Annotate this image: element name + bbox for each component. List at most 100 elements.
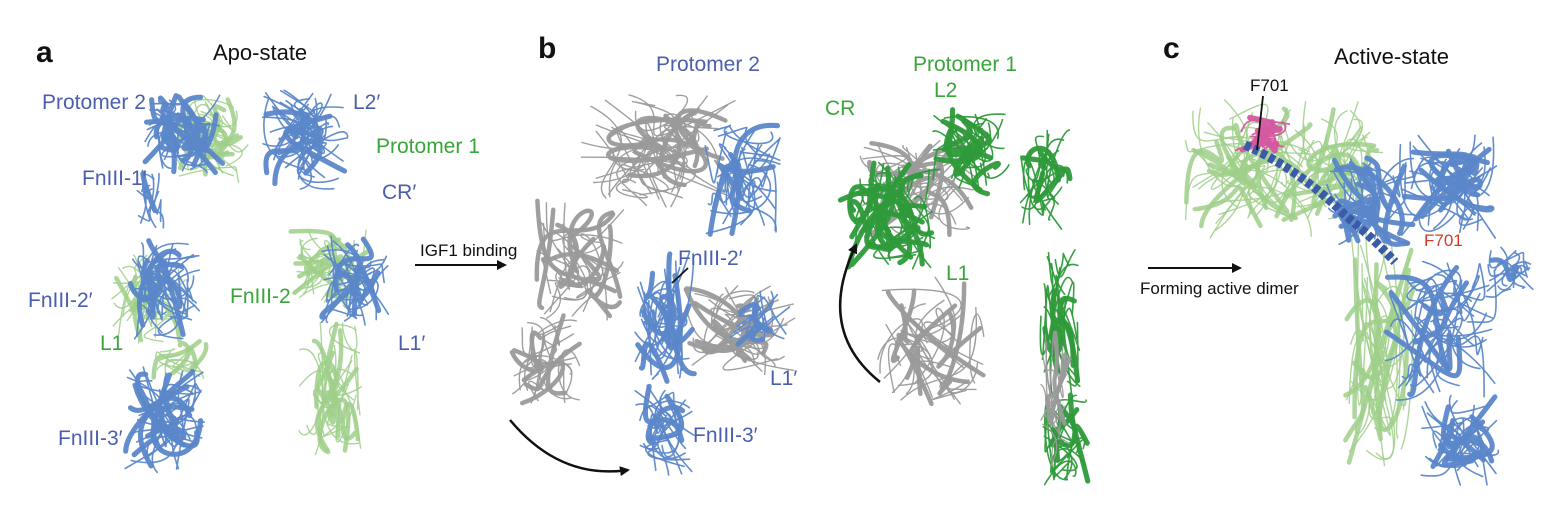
ribbon-strand (744, 302, 760, 310)
ribbon-strand (938, 185, 970, 230)
ribbon-strand (1383, 329, 1463, 379)
ribbon-strand (973, 113, 1006, 150)
ribbon-strand (615, 179, 648, 199)
ribbon-strand (1390, 239, 1401, 439)
ribbon-strand (1412, 280, 1470, 345)
ribbon-strand (1385, 161, 1407, 224)
ribbon-strand (644, 270, 679, 338)
ribbon-cluster (136, 169, 165, 229)
ribbon-strand (1444, 414, 1495, 462)
ribbon-strand (914, 299, 955, 401)
ribbon-strand (1421, 260, 1484, 356)
ribbon-strand (615, 127, 660, 200)
ribbon-strand (344, 261, 371, 317)
ribbon-strand (546, 282, 564, 319)
ribbon-strand (1448, 394, 1484, 447)
ribbon-cluster (932, 107, 1010, 197)
ribbon-cluster (704, 122, 781, 237)
ribbon-strand (969, 313, 985, 384)
panel-c-title: Active-state (1334, 44, 1449, 69)
ribbon-strand (642, 423, 665, 450)
ribbon-strand (979, 162, 1010, 179)
ribbon-cluster (127, 238, 201, 340)
ribbon-strand (1430, 318, 1481, 370)
ribbon-strand (638, 341, 670, 384)
ribbon-cluster (1383, 260, 1497, 401)
ribbon-strand (1404, 171, 1463, 184)
ribbon-strand (1047, 251, 1081, 351)
ribbon-strand (543, 325, 572, 355)
ribbon-strand (139, 188, 153, 224)
ribbon-strand (194, 94, 221, 127)
ribbon-strand (200, 110, 235, 133)
ribbon-cluster (1420, 394, 1499, 486)
ribbon-strand (635, 403, 668, 434)
ribbon-strand (177, 274, 201, 312)
ribbon-strand (914, 358, 935, 398)
ribbon-strand (1050, 438, 1086, 473)
label-fn1p-a: FnIII-1′ (82, 167, 147, 190)
ribbon-strand (1348, 282, 1414, 453)
ribbon-strand (1359, 160, 1380, 240)
ribbon-strand (1494, 260, 1534, 291)
ribbon-strand (263, 107, 307, 176)
ribbon-strand (518, 355, 573, 391)
ribbon-strand (1067, 392, 1091, 484)
ribbon-strand (130, 416, 179, 464)
ribbon-strand (1044, 334, 1064, 399)
ribbon-strand (180, 383, 202, 393)
ribbon-strand (263, 109, 322, 152)
ribbon-cluster (580, 94, 738, 208)
ribbon-strand (150, 98, 182, 106)
ribbon-strand (138, 277, 178, 325)
ribbon-strand (1346, 109, 1384, 154)
ribbon-strand (1333, 164, 1405, 236)
ribbon-strand (1339, 204, 1416, 243)
ribbon-strand (926, 186, 974, 215)
ribbon-strand (156, 383, 196, 433)
ribbon-strand (146, 435, 194, 460)
ribbon-strand (1441, 394, 1498, 468)
ribbon-strand (1510, 267, 1526, 289)
ribbon-strand (1019, 135, 1045, 204)
ribbon-strand (887, 200, 920, 259)
protomer1-swing-arrow (838, 243, 881, 383)
ribbon-strand (585, 288, 622, 319)
ribbon-strand (923, 321, 984, 365)
ribbon-strand (1377, 333, 1409, 433)
ribbon-strand (890, 288, 917, 363)
label-f701-red: F701 (1424, 231, 1463, 250)
ribbon-strand (263, 98, 305, 158)
ribbon-strand (1418, 212, 1456, 233)
ribbon-strand (710, 293, 764, 332)
ribbon-strand (353, 349, 361, 416)
ribbon-strand (340, 401, 361, 442)
ribbon-strand (1416, 292, 1481, 325)
ribbon-strand (1034, 201, 1046, 216)
panel-b-letter: b (538, 32, 557, 65)
forming-active-dimer-label: Forming active dimer (1140, 279, 1299, 298)
label-fn3p-a: FnIII-3′ (58, 427, 123, 450)
ribbon-strand (1401, 363, 1435, 394)
ribbon-strand (359, 258, 385, 284)
ribbon-strand (646, 391, 680, 431)
ribbon-strand (1043, 339, 1064, 399)
label-fn3p-b: FnIII-3′ (693, 424, 758, 447)
label-l1-a: L1 (100, 332, 124, 355)
ribbon-strand (737, 291, 774, 317)
label-l2-b: L2 (934, 79, 958, 102)
label-l2p-a: L2′ (353, 91, 381, 114)
ribbon-strand (717, 126, 761, 157)
ribbon-strand (641, 301, 678, 348)
ribbon-strand (521, 327, 575, 356)
ribbon-strand (122, 264, 140, 273)
ribbon-cluster (151, 339, 209, 380)
ribbon-cluster (1019, 129, 1073, 230)
ribbon-strand (1045, 149, 1060, 184)
ribbon-strand (278, 103, 309, 141)
ribbon-strand (1486, 251, 1521, 292)
ribbon-strand (1489, 257, 1520, 283)
label-protomer2-a: Protomer 2 (42, 91, 146, 114)
label-f701-top: F701 (1250, 76, 1289, 95)
ribbon-strand (1032, 178, 1063, 230)
